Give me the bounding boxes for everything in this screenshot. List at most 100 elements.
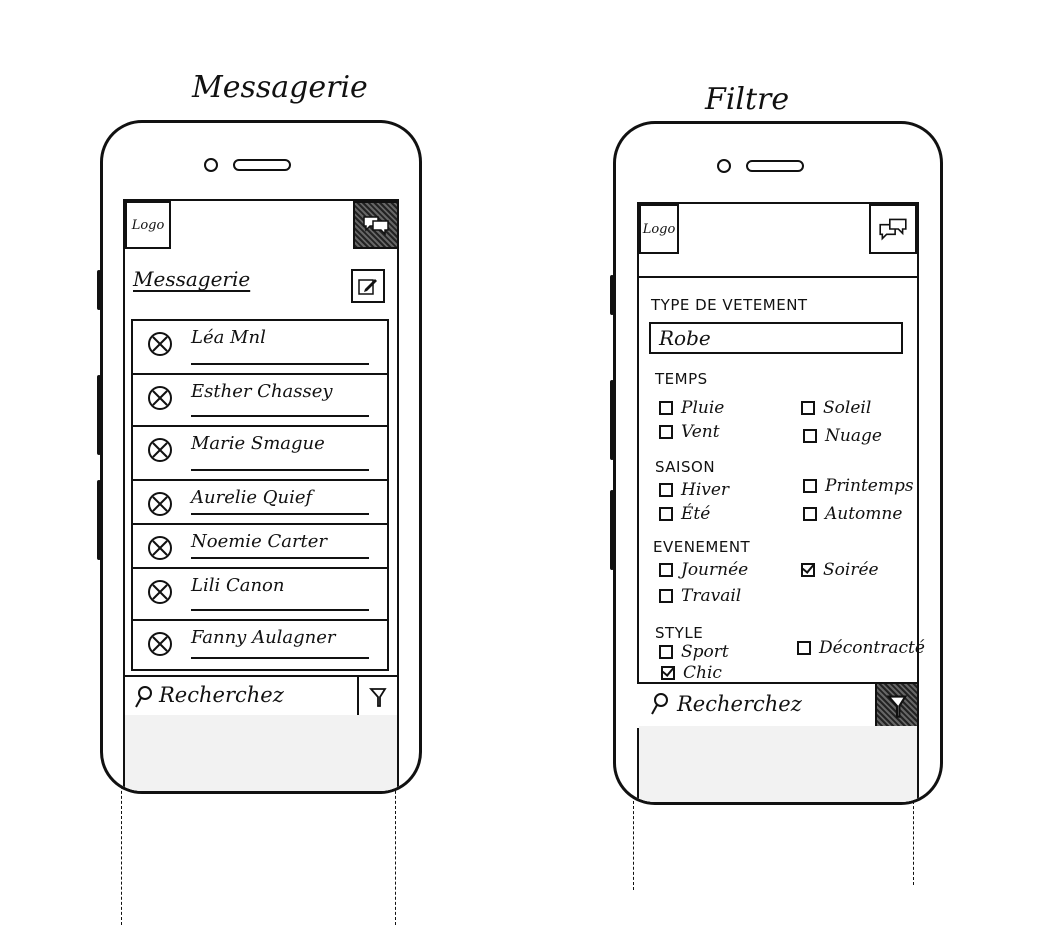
filtre-screen: Logo TYPE DE VETEMENT Robe TEMPS Pluie S… bbox=[637, 202, 925, 802]
option-vent[interactable]: Vent bbox=[659, 422, 720, 442]
search-icon bbox=[651, 693, 668, 715]
search-placeholder: Recherchez bbox=[677, 692, 802, 716]
contact-underline bbox=[191, 415, 369, 417]
filtre-screen-title: Filtre bbox=[705, 82, 790, 117]
contact-name: Noemie Carter bbox=[191, 531, 328, 552]
contact-underline bbox=[191, 469, 369, 471]
option-label: Chic bbox=[683, 664, 722, 682]
option-label: Nuage bbox=[825, 426, 882, 446]
temps-label: TEMPS bbox=[655, 370, 708, 388]
option-nuage[interactable]: Nuage bbox=[803, 426, 882, 446]
contact-underline bbox=[191, 513, 369, 515]
contact-underline bbox=[191, 557, 369, 559]
avatar-placeholder-icon bbox=[148, 632, 172, 656]
option-ete[interactable]: Été bbox=[659, 504, 710, 524]
checkbox[interactable] bbox=[659, 507, 673, 521]
checkbox[interactable] bbox=[803, 507, 817, 521]
search-placeholder: Recherchez bbox=[159, 683, 284, 707]
contact-name: Aurelie Quief bbox=[191, 487, 313, 508]
checkbox[interactable] bbox=[803, 429, 817, 443]
logo: Logo bbox=[125, 201, 171, 249]
phone-side-button bbox=[610, 380, 614, 460]
contact-row[interactable]: Fanny Aulagner bbox=[131, 619, 389, 671]
option-label: Vent bbox=[681, 422, 720, 442]
phone-side-button bbox=[610, 275, 614, 315]
option-label: Printemps bbox=[825, 476, 914, 496]
option-hiver[interactable]: Hiver bbox=[659, 480, 729, 500]
guide-line bbox=[395, 700, 396, 925]
chat-bubbles-icon bbox=[879, 218, 907, 241]
messagerie-screen-title: Messagerie bbox=[192, 70, 368, 105]
checkbox[interactable] bbox=[659, 425, 673, 439]
saison-label: SAISON bbox=[655, 458, 716, 476]
contact-name: Esther Chassey bbox=[191, 381, 333, 402]
messagerie-screen: Logo Messagerie Recherchez bbox=[123, 199, 399, 791]
phone-speaker bbox=[233, 159, 291, 171]
checkbox[interactable] bbox=[803, 479, 817, 493]
option-printemps[interactable]: Printemps bbox=[803, 476, 914, 496]
option-label: Travail bbox=[681, 586, 742, 606]
option-label: Hiver bbox=[681, 480, 730, 500]
option-label: Automne bbox=[825, 504, 903, 524]
chat-bubbles-icon bbox=[363, 216, 389, 236]
guide-line bbox=[121, 700, 122, 925]
option-journee[interactable]: Journée bbox=[659, 560, 748, 580]
contact-row[interactable]: Aurelie Quief bbox=[131, 479, 389, 527]
option-sport[interactable]: Sport bbox=[659, 642, 729, 662]
contact-underline bbox=[191, 609, 369, 611]
type-input[interactable]: Robe bbox=[649, 322, 903, 354]
contact-underline bbox=[191, 363, 369, 365]
compose-button[interactable] bbox=[351, 269, 385, 303]
messagerie-heading: Messagerie bbox=[133, 267, 251, 291]
checkbox-checked[interactable] bbox=[801, 563, 815, 577]
contact-name: Marie Smague bbox=[191, 433, 325, 454]
chat-button[interactable] bbox=[353, 201, 399, 249]
filter-icon bbox=[369, 688, 387, 707]
checkbox[interactable] bbox=[659, 645, 673, 659]
screen-lower-area bbox=[639, 726, 917, 802]
contact-underline bbox=[191, 657, 369, 659]
option-decontracte[interactable]: Décontracté bbox=[797, 638, 925, 658]
option-label: Décontracté bbox=[819, 638, 925, 658]
checkbox[interactable] bbox=[659, 589, 673, 603]
option-pluie[interactable]: Pluie bbox=[659, 398, 724, 418]
avatar-placeholder-icon bbox=[148, 438, 172, 462]
option-label: Sport bbox=[681, 642, 729, 662]
option-label: Soirée bbox=[823, 560, 879, 580]
contact-row[interactable]: Noemie Carter bbox=[131, 523, 389, 571]
avatar-placeholder-icon bbox=[148, 536, 172, 560]
checkbox-checked[interactable] bbox=[661, 666, 675, 680]
option-label: Été bbox=[681, 504, 711, 524]
contact-row[interactable]: Lili Canon bbox=[131, 567, 389, 623]
search-bar[interactable]: Recherchez bbox=[125, 675, 397, 717]
type-label: TYPE DE VETEMENT bbox=[651, 296, 808, 314]
option-soleil[interactable]: Soleil bbox=[801, 398, 871, 418]
option-automne[interactable]: Automne bbox=[803, 504, 902, 524]
compose-icon bbox=[358, 279, 377, 295]
contact-row[interactable]: Léa Mnl bbox=[131, 319, 389, 377]
logo: Logo bbox=[639, 204, 679, 254]
header-divider bbox=[639, 276, 917, 278]
option-soiree[interactable]: Soirée bbox=[801, 560, 879, 580]
avatar-placeholder-icon bbox=[148, 492, 172, 516]
checkbox[interactable] bbox=[659, 483, 673, 497]
filter-icon bbox=[886, 695, 908, 718]
style-label: STYLE bbox=[655, 624, 704, 642]
phone-filtre: Logo TYPE DE VETEMENT Robe TEMPS Pluie S… bbox=[613, 121, 943, 805]
contact-name: Fanny Aulagner bbox=[191, 627, 336, 648]
option-chic[interactable]: Chic bbox=[661, 664, 722, 682]
phone-speaker bbox=[746, 160, 804, 172]
checkbox[interactable] bbox=[801, 401, 815, 415]
chat-button[interactable] bbox=[869, 204, 917, 254]
checkbox[interactable] bbox=[659, 563, 673, 577]
avatar-placeholder-icon bbox=[148, 386, 172, 410]
contact-row[interactable]: Esther Chassey bbox=[131, 373, 389, 429]
filter-button[interactable] bbox=[357, 677, 397, 717]
contact-name: Léa Mnl bbox=[191, 327, 266, 348]
checkbox[interactable] bbox=[659, 401, 673, 415]
contact-row[interactable]: Marie Smague bbox=[131, 425, 389, 483]
search-bar[interactable]: Recherchez bbox=[637, 682, 917, 728]
option-travail[interactable]: Travail bbox=[659, 586, 741, 606]
filter-button-active[interactable] bbox=[875, 684, 917, 728]
checkbox[interactable] bbox=[797, 641, 811, 655]
